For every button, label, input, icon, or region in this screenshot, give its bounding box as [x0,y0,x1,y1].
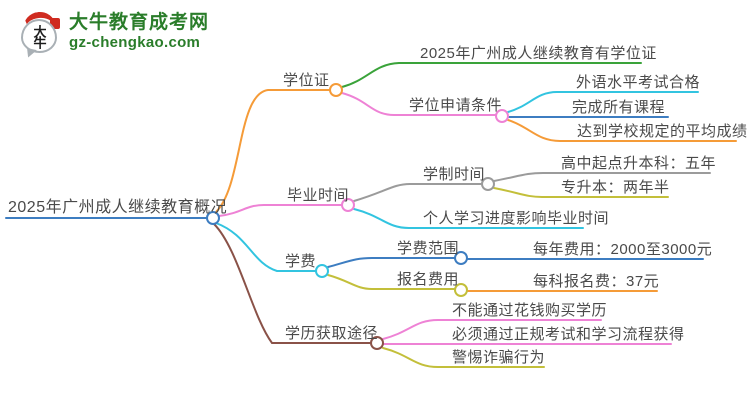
connector-beware-fraud [382,347,545,368]
toggle-registration-fee[interactable] [454,283,468,297]
connector-tuition [215,222,317,272]
toggle-schooling-duration[interactable] [481,177,495,191]
toggle-degree-cert[interactable] [329,83,343,97]
node-degree-cert-available[interactable]: 2025年广州成人继续教育有学位证 [420,45,657,62]
connector-graduation-time [218,204,343,217]
connector-duration-college [493,187,669,198]
toggle-degree-requirements[interactable] [495,109,509,123]
connector-qualification-path [213,223,372,344]
connector-duration-highschool [493,172,711,182]
logo-bubble-tail [25,48,37,59]
node-tuition-range[interactable]: 学费范围 [397,240,460,257]
node-tuition[interactable]: 学费 [285,253,317,270]
connector-no-buying-diploma [382,319,602,340]
connector-req-foreign-language [507,91,699,113]
connector-degree-available [341,62,642,88]
connector-schooling-duration [353,183,483,202]
node-registration-fee[interactable]: 报名费用 [397,271,460,288]
node-annual-fee[interactable]: 每年费用：2000至3000元 [533,241,713,258]
connector-personal-progress [353,208,584,229]
toggle-qualification-path[interactable] [370,336,384,350]
logo-site-name: 大牛教育成考网 [69,12,210,33]
connector-degree-cert [215,89,331,213]
logo-speech-bubble: 大牛 [21,19,57,53]
logo-bubble-text: 大牛 [31,25,47,47]
site-logo: 大牛 大牛教育成考网 gz-chengkao.com [20,10,209,59]
node-graduation-time[interactable]: 毕业时间 [287,187,350,204]
node-root[interactable]: 2025年广州成人继续教育概况 [8,199,228,216]
node-personal-progress[interactable]: 个人学习进度影响毕业时间 [423,210,610,227]
node-beware-fraud[interactable]: 警惕诈骗行为 [452,349,546,366]
toggle-tuition-range[interactable] [454,251,468,265]
toggle-graduation-time[interactable] [341,198,355,212]
connector-req-average-grade [507,119,737,142]
toggle-tuition[interactable] [315,264,329,278]
logo-bull-icon: 大牛 [20,10,62,59]
node-qualification-path[interactable]: 学历获取途径 [285,325,379,342]
node-formal-exam-required[interactable]: 必须通过正规考试和学习流程获得 [452,326,685,343]
node-schooling-duration[interactable]: 学制时间 [423,166,486,183]
node-duration-highschool-to-bachelor[interactable]: 高中起点升本科：五年 [561,155,717,172]
node-req-average-grade[interactable]: 达到学校规定的平均成绩 [577,123,748,140]
logo-site-url[interactable]: gz-chengkao.com [69,34,201,51]
node-duration-college-to-bachelor[interactable]: 专升本：两年半 [561,179,670,196]
logo-red-seal [50,18,60,29]
connector-tuition-range [327,257,456,268]
node-degree-requirements[interactable]: 学位申请条件 [409,97,503,114]
node-req-complete-courses[interactable]: 完成所有课程 [572,99,666,116]
connector-registration-fee [327,274,456,290]
node-registration-fee-per-subject[interactable]: 每科报名费：37元 [533,273,660,290]
connector-degree-requirements [341,92,497,116]
logo-text-block: 大牛教育成考网 gz-chengkao.com [69,12,209,52]
node-no-buying-diploma[interactable]: 不能通过花钱购买学历 [452,302,608,319]
node-req-foreign-language[interactable]: 外语水平考试合格 [576,74,701,91]
toggle-root[interactable] [206,211,220,225]
node-degree-cert[interactable]: 学位证 [283,72,330,89]
